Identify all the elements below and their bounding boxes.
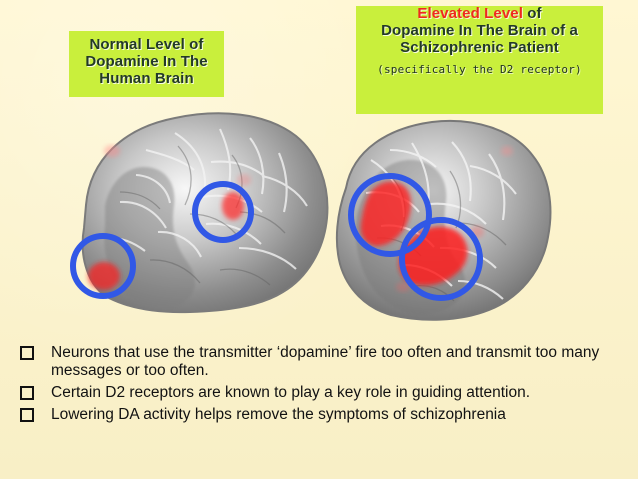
normal-label-line-2: Dopamine In The [85, 52, 208, 70]
elevated-label-line-1: Elevated Level of [356, 5, 603, 23]
elevated-label-line-1-rest: of [522, 5, 542, 22]
bullet-text-3: Lowering DA activity helps remove the sy… [51, 406, 506, 424]
normal-label-line-3: Human Brain [99, 69, 194, 87]
normal-dopamine-label: Normal Level of Dopamine In The Human Br… [69, 31, 224, 97]
checkbox-icon [20, 386, 34, 401]
bullet-text-2: Certain D2 receptors are known to play a… [51, 384, 531, 402]
elevated-label-line-3: Schizophrenic Patient [400, 38, 559, 56]
elevated-dopamine-label: Elevated Level of Dopamine In The Brain … [356, 5, 603, 114]
checkbox-icon [20, 346, 34, 360]
bullet-list: Neurons that use the transmitter ‘dopami… [20, 344, 630, 429]
bullet-item-2: Certain D2 receptors are known to play a… [20, 384, 630, 402]
bullet-text-1: Neurons that use the transmitter ‘dopami… [51, 344, 600, 380]
checkbox-icon [20, 408, 34, 423]
bullet-item-1: Neurons that use the transmitter ‘dopami… [20, 344, 630, 380]
normal-label-line-1: Normal Level of [89, 36, 204, 53]
bullet-item-3: Lowering DA activity helps remove the sy… [20, 406, 630, 424]
d2-receptor-note: (specifically the D2 receptor) [377, 63, 582, 77]
elevated-label-line-2: Dopamine In The Brain of a [381, 21, 578, 39]
elevated-label-accent: Elevated Level [417, 5, 523, 22]
